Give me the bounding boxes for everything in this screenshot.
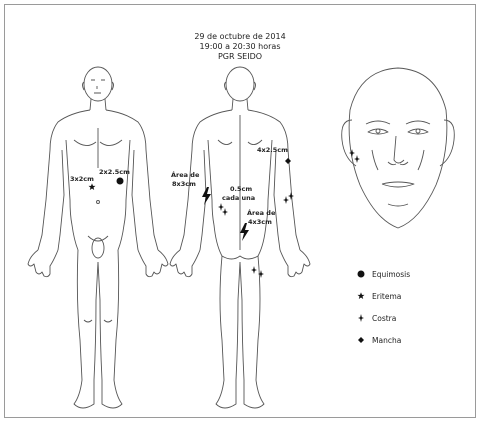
bruise-mark-front <box>117 178 124 185</box>
filled-circle-icon <box>356 269 366 279</box>
label-back-size-line2: cada una <box>222 195 255 202</box>
crust-mark-back-buttock-1 <box>251 266 257 274</box>
header-time: 19:00 a 20:30 horas <box>140 42 340 51</box>
crust-mark-back-2 <box>222 208 228 216</box>
label-front-right: 2x2.5cm <box>99 169 130 176</box>
diamond-icon <box>356 335 366 345</box>
label-back-area2-line1: Área de <box>247 210 275 217</box>
crust-mark-back-1 <box>218 203 224 211</box>
area-mark-back-upper <box>202 187 211 205</box>
legend-label: Eritema <box>372 292 401 301</box>
crust-mark-face-1 <box>349 149 355 157</box>
label-back-area1-line1: Área de <box>171 172 199 179</box>
crust-mark-back-arm-2 <box>288 192 294 200</box>
legend-item-costra: Costra <box>356 312 396 324</box>
legend-label: Costra <box>372 314 396 323</box>
legend-label: Mancha <box>372 336 401 345</box>
legend-item-eritema: Eritema <box>356 290 401 302</box>
legend-item-mancha: Mancha <box>356 334 401 346</box>
header-date: 29 de octubre de 2014 <box>140 32 340 41</box>
legend-label: Equimosis <box>372 270 410 279</box>
label-back-size-line1: 0.5cm <box>230 186 252 193</box>
face-portrait <box>342 68 455 228</box>
label-back-area2-line2: 4x3cm <box>248 219 272 226</box>
stain-mark-back-arm <box>285 158 291 164</box>
label-back-area1-line2: 8x3cm <box>172 181 196 188</box>
crust-mark-back-arm-1 <box>283 196 289 204</box>
crust-mark-face-2 <box>354 155 360 163</box>
erythema-mark-front <box>89 183 96 190</box>
label-front-left: 3x2cm <box>70 176 94 183</box>
label-back-arm: 4x2.5cm <box>257 147 288 154</box>
header-institution: PGR SEIDO <box>140 52 340 61</box>
star-icon <box>356 291 366 301</box>
sparkle-icon <box>356 313 366 323</box>
front-body-figure <box>28 67 168 408</box>
legend-item-equimosis: Equimosis <box>356 268 410 280</box>
back-body-figure <box>170 67 310 408</box>
